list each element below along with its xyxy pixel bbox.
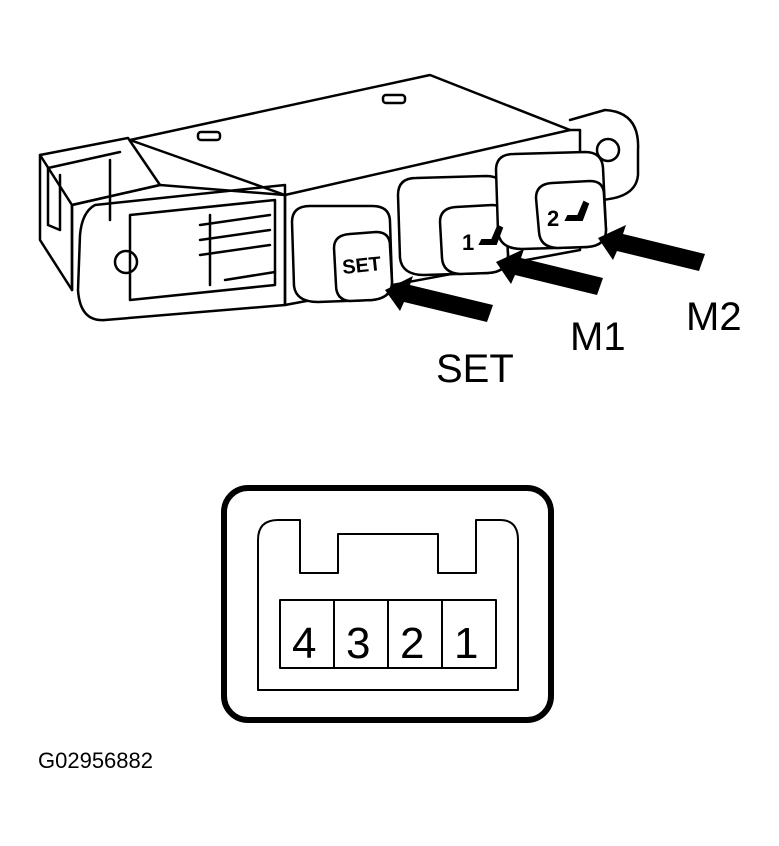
pin-label: 3 — [346, 619, 370, 668]
arrow-icon — [496, 249, 603, 295]
memory-2-button[interactable] — [494, 150, 608, 251]
connector-pin-row — [279, 599, 497, 669]
figure-id: G02956882 — [38, 748, 153, 773]
switch-housing — [38, 73, 640, 322]
memory-2-button-label: 2 — [547, 206, 559, 231]
pin-label: 4 — [292, 619, 316, 668]
seat-icon — [564, 200, 590, 221]
pin-label: 1 — [454, 619, 478, 668]
m2-label: M2 — [686, 295, 742, 339]
pin-label: 2 — [400, 619, 424, 668]
connector-outline — [221, 485, 554, 723]
memory-1-button-label: 1 — [462, 230, 474, 255]
set-button[interactable] — [290, 204, 394, 304]
m1-label: M1 — [570, 315, 626, 359]
set-label: SET — [436, 347, 514, 391]
seat-icon — [478, 224, 504, 245]
arrow-icon — [385, 276, 493, 322]
arrow-icon — [598, 225, 705, 271]
memory-1-button[interactable] — [396, 174, 510, 277]
set-button-label: SET — [341, 253, 382, 279]
